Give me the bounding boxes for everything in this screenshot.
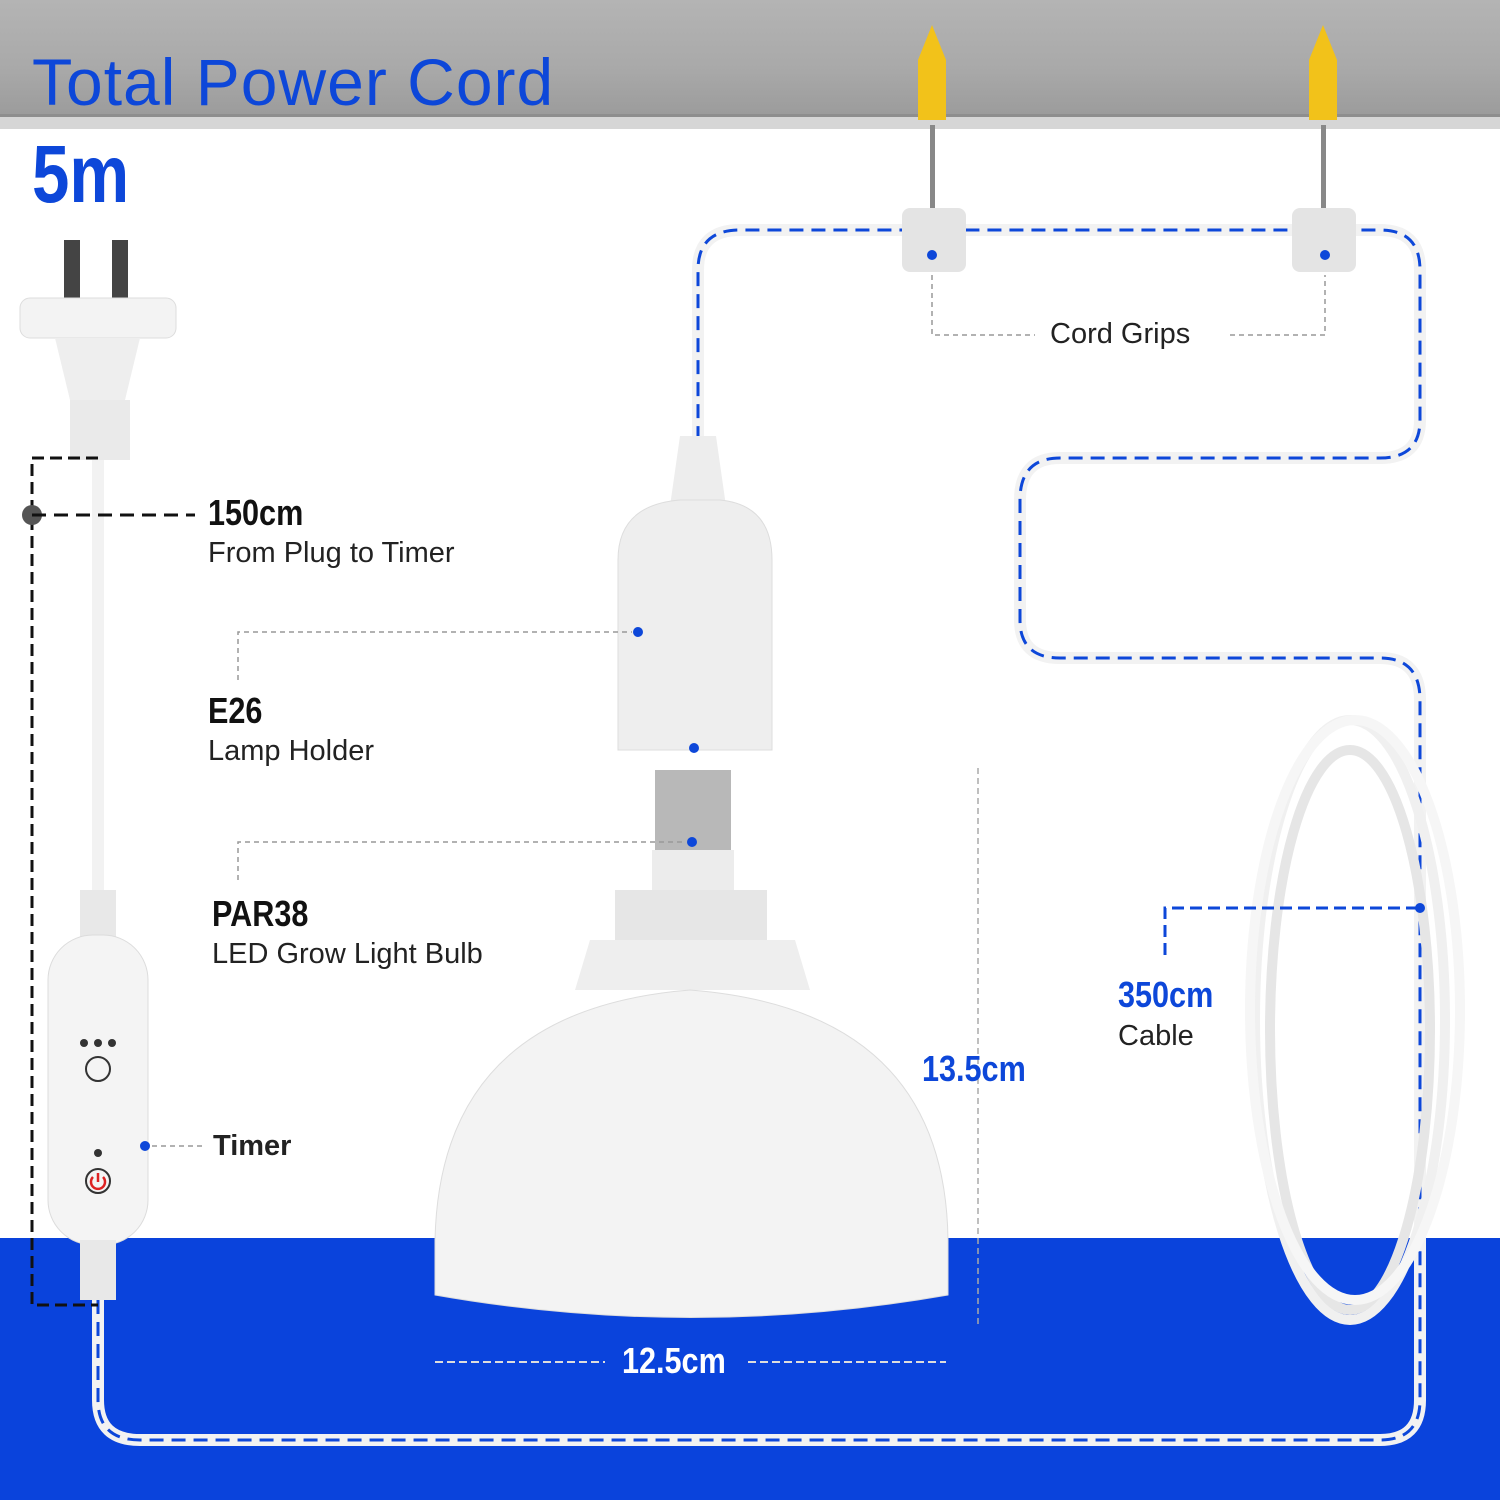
cable-value: 350cm [1118,974,1214,1015]
bulb-text: LED Grow Light Bulb [212,938,483,970]
page-title: Total Power Cord [32,45,555,119]
width-dimension: 12.5cm [622,1340,726,1381]
lamp-holder [617,436,773,753]
total-length: 5m [32,129,130,220]
height-dimension: 13.5cm [922,1048,1026,1089]
timer-clock-icon [85,1056,111,1082]
ceiling-background [0,0,1500,114]
cord-grip-left [902,25,966,272]
lamp-holder-value: E26 [208,690,263,731]
length-bracket [30,456,98,1307]
timer-label: Timer [213,1130,292,1162]
cord-dashed-guide [96,228,1422,1442]
power-icon [89,1173,107,1191]
cord-grips-label: Cord Grips [1050,318,1191,350]
par38-bulb [434,770,949,1318]
lamp-holder-text: Lamp Holder [208,735,375,767]
plug-to-timer-text: From Plug to Timer [208,537,455,569]
plug-icon [19,240,177,460]
cable-text: Cable [1118,1020,1194,1052]
bulb-value: PAR38 [212,893,309,934]
ceiling-edge [0,114,1500,129]
plug-to-timer-value: 150cm [208,492,304,533]
cord-grip-right [1292,25,1356,272]
coiled-cable [1245,715,1465,1325]
timer-device [47,890,149,1300]
